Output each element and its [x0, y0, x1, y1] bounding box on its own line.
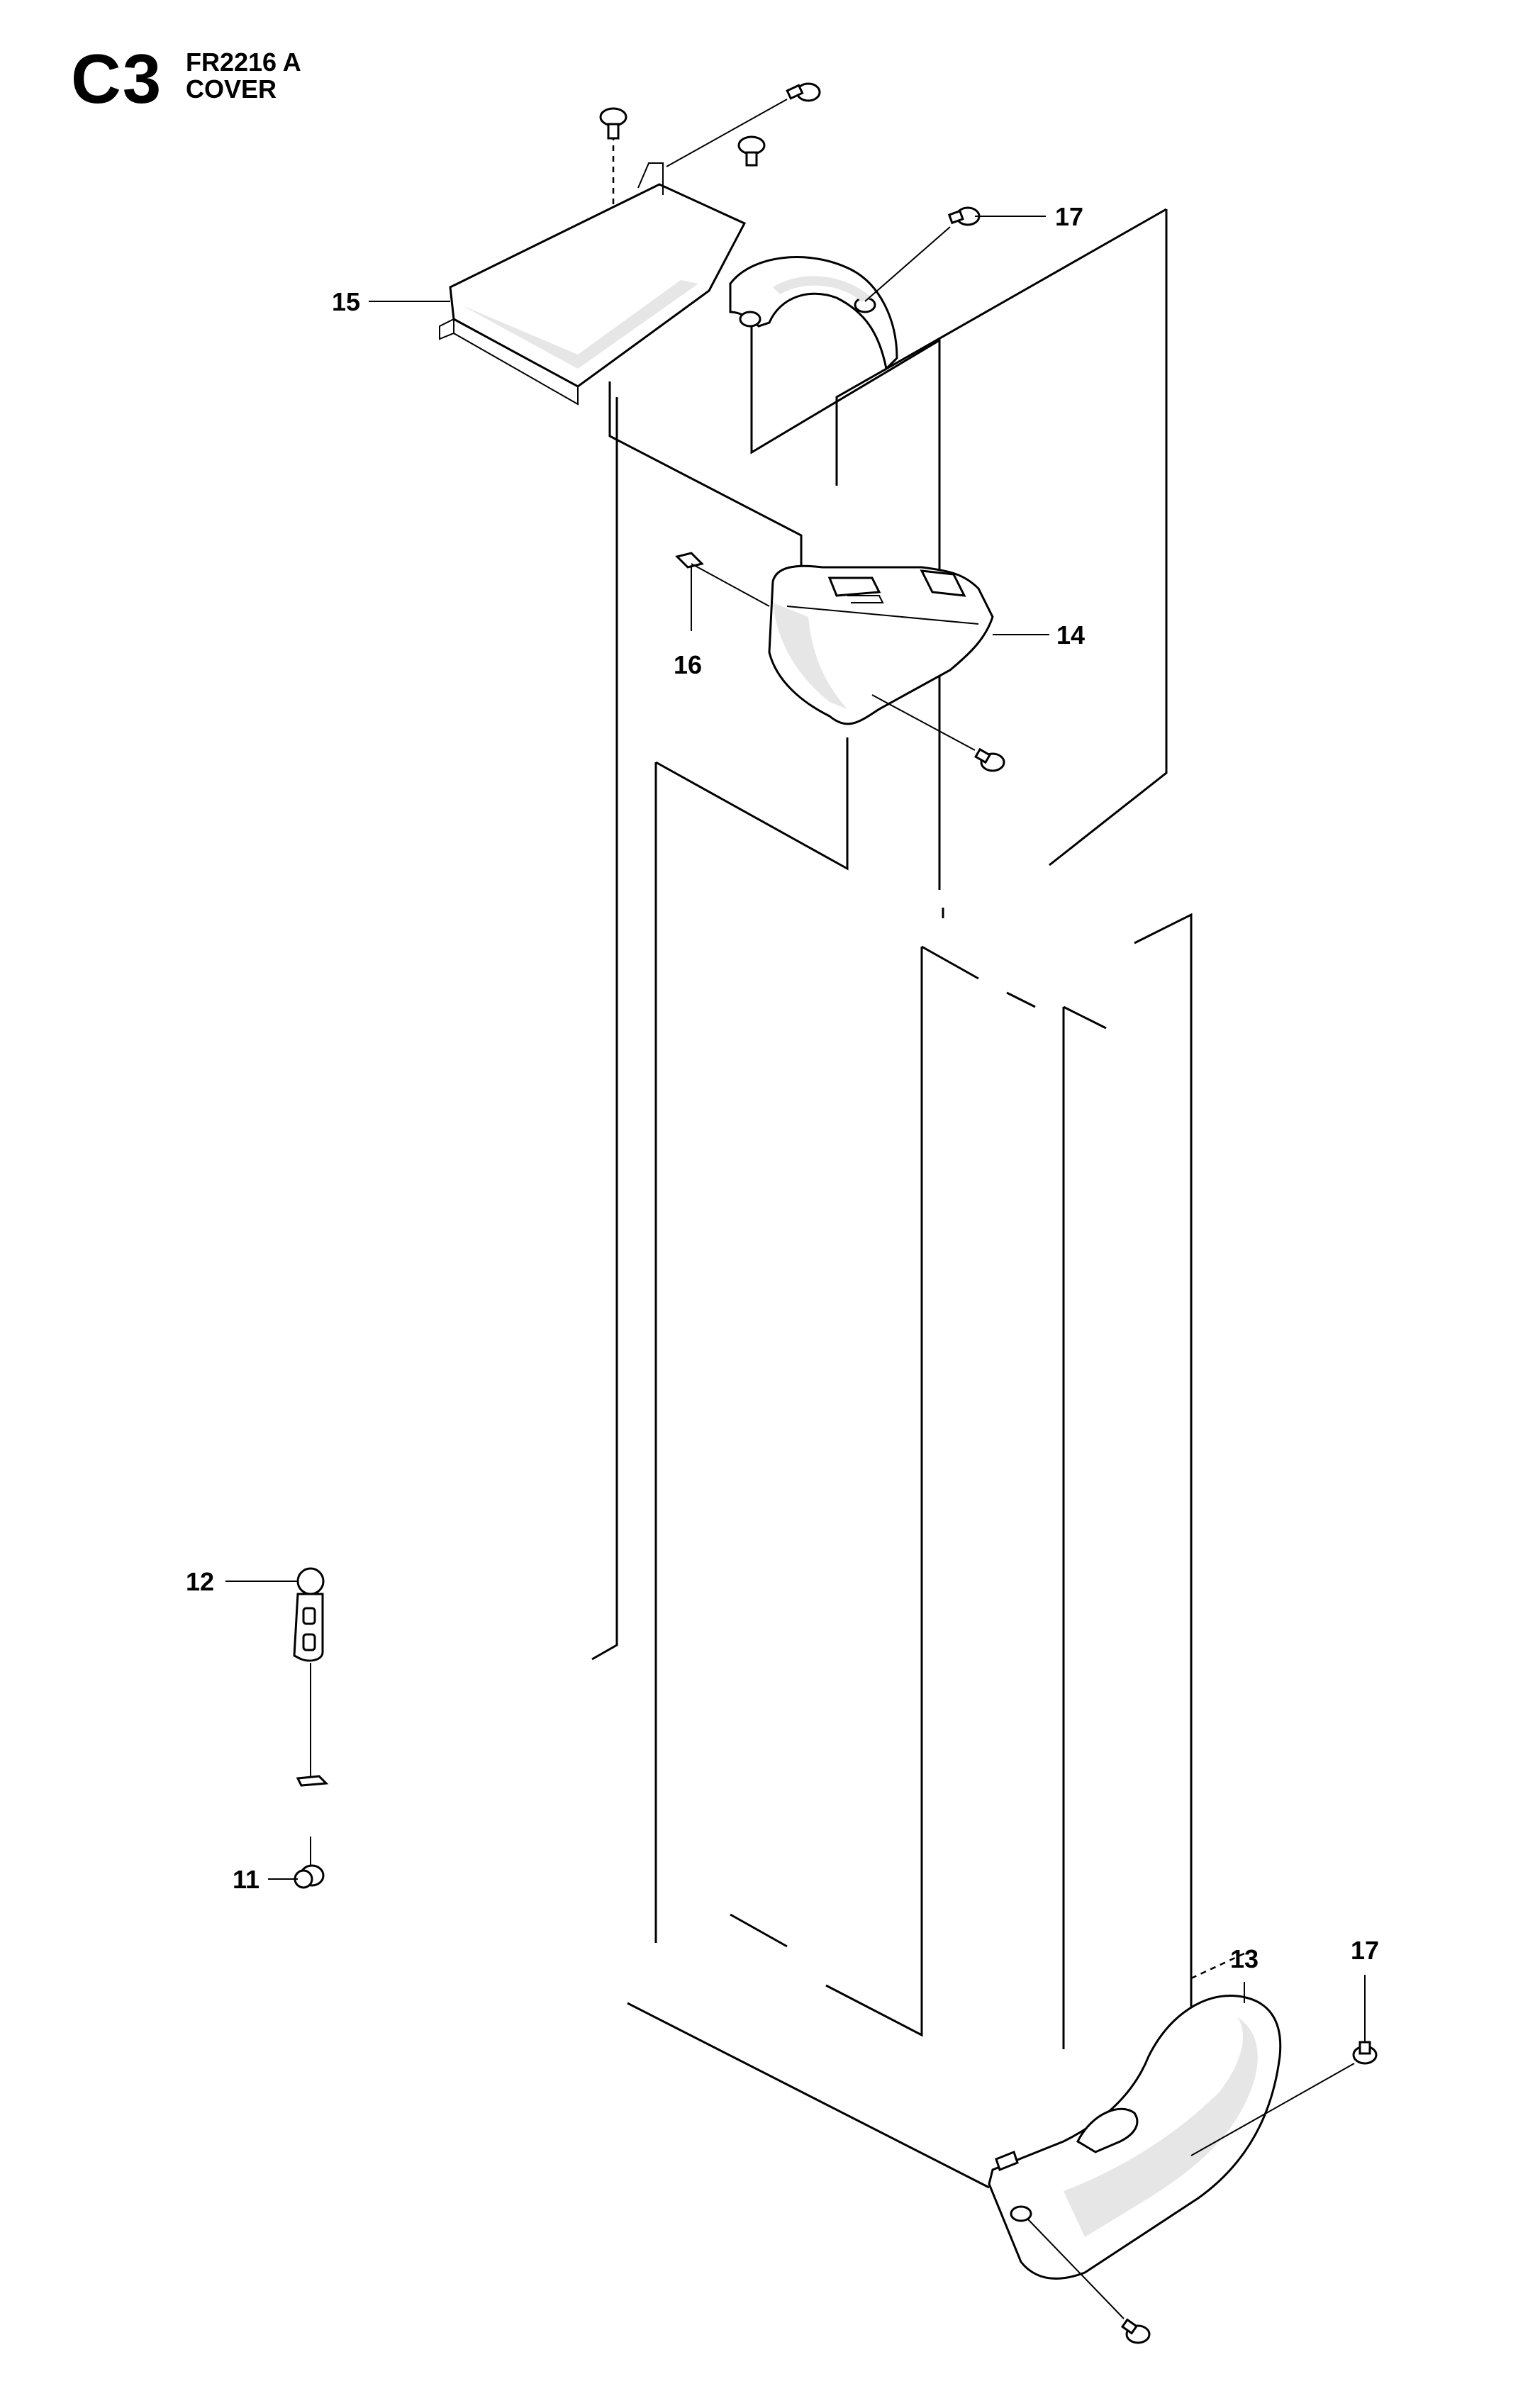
- callout-16: 16: [674, 650, 702, 679]
- screw-cover-14: [871, 694, 1005, 772]
- lower-cover-part-13: [988, 1994, 1282, 2280]
- callout-17-bottom: 17: [1351, 1936, 1379, 1965]
- cover-part-14: [768, 564, 994, 725]
- page-title: COVER: [186, 74, 277, 104]
- top-cover-plate: [439, 162, 898, 406]
- screw-17-bottom: [1190, 2041, 1378, 2156]
- callout-11: 11: [233, 1865, 260, 1894]
- plug-part-11: [294, 1837, 325, 1889]
- assembly-lines: [591, 135, 1245, 2189]
- screw-17-top: [864, 206, 981, 302]
- screw-top-right: [666, 82, 821, 167]
- model-number: FR2216 A: [186, 48, 301, 77]
- page-code: C3: [71, 40, 163, 118]
- screw-top-left: [599, 107, 627, 140]
- callout-15: 15: [332, 287, 360, 316]
- screw-top-middle: [737, 135, 766, 167]
- callout-12: 12: [186, 1567, 214, 1596]
- strap-part-12: [293, 1567, 329, 1787]
- screw-lower-cover: [1027, 2219, 1151, 2344]
- callout-14: 14: [1056, 620, 1085, 650]
- callout-13: 13: [1230, 1944, 1259, 1973]
- callout-leaders: [225, 216, 1366, 2042]
- callout-17-top: 17: [1055, 202, 1083, 231]
- clip-part-16: [675, 552, 770, 631]
